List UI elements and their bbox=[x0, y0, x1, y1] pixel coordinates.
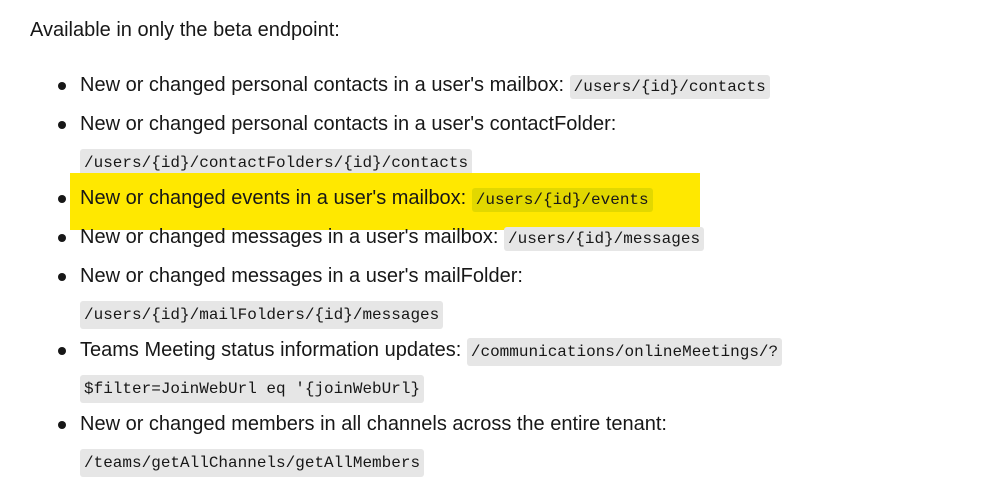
item-text: New or changed personal contacts in a us… bbox=[80, 113, 617, 135]
item-text: New or changed messages in a user's mail… bbox=[80, 226, 505, 248]
bullet-icon bbox=[58, 347, 66, 355]
list-item: Teams Meeting status information updates… bbox=[0, 332, 1000, 406]
list-item: New or changed personal contacts in a us… bbox=[0, 106, 1000, 180]
list-item: New or changed messages in a user's mail… bbox=[0, 219, 1000, 258]
bullet-icon bbox=[58, 121, 66, 129]
endpoint-list: New or changed personal contacts in a us… bbox=[0, 67, 1000, 480]
item-code: /users/{id}/contactFolders/{id}/contacts bbox=[80, 149, 473, 177]
bullet-icon bbox=[58, 195, 66, 203]
item-code: /users/{id}/messages bbox=[504, 227, 705, 251]
item-code: /users/{id}/contacts bbox=[569, 75, 770, 99]
list-item: New or changed personal contacts in a us… bbox=[0, 67, 1000, 106]
list-item-highlighted: New or changed events in a user's mailbo… bbox=[0, 173, 1000, 230]
bullet-icon bbox=[58, 82, 66, 90]
item-text: Teams Meeting status information updates… bbox=[80, 339, 467, 361]
item-code-continued: $filter=JoinWebUrl eq '{joinWebUrl} bbox=[80, 375, 425, 403]
item-code: /teams/getAllChannels/getAllMembers bbox=[80, 449, 425, 477]
item-code: /users/{id}/mailFolders/{id}/messages bbox=[80, 301, 444, 329]
item-code: /communications/onlineMeetings/? bbox=[466, 338, 783, 366]
item-text: New or changed messages in a user's mail… bbox=[80, 265, 523, 287]
bullet-icon bbox=[58, 421, 66, 429]
intro-text: Available in only the beta endpoint: bbox=[30, 19, 340, 41]
item-text: New or changed personal contacts in a us… bbox=[80, 74, 570, 96]
bullet-icon bbox=[58, 273, 66, 281]
bullet-icon bbox=[58, 234, 66, 242]
item-text: New or changed events in a user's mailbo… bbox=[80, 187, 472, 209]
item-code: /users/{id}/events bbox=[471, 188, 653, 212]
list-item: New or changed messages in a user's mail… bbox=[0, 258, 1000, 332]
list-item: New or changed members in all channels a… bbox=[0, 406, 1000, 480]
item-text: New or changed members in all channels a… bbox=[80, 413, 667, 435]
